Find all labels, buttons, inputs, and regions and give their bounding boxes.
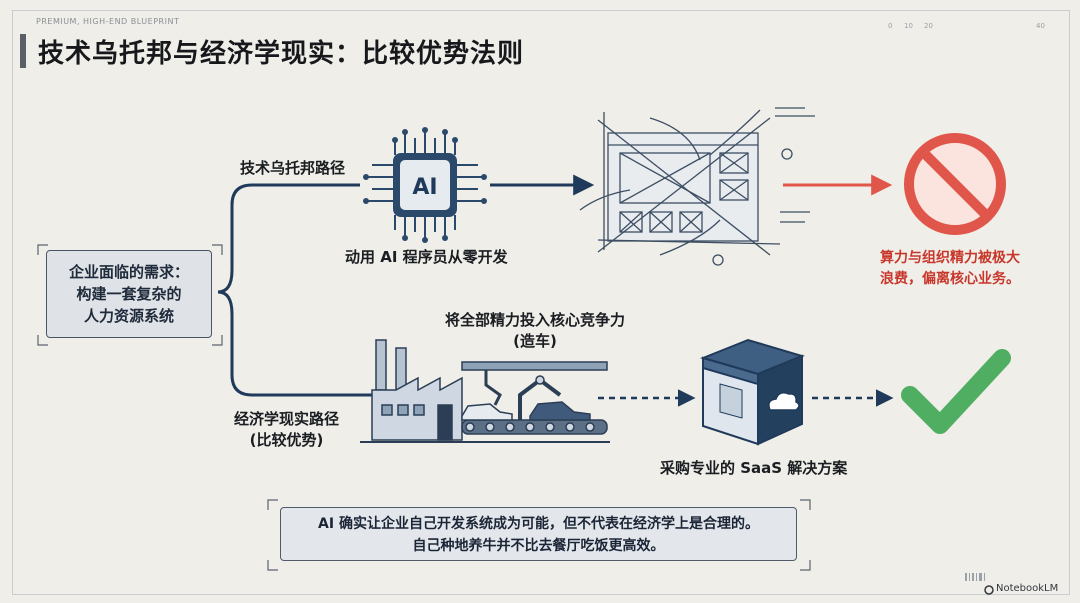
conclusion-note: AI 确实让企业自己开发系统成为可能，但不代表在经济学上是合理的。 自己种地养牛… [280,507,797,561]
saas-cloud-cube-icon [699,338,806,446]
bottom-branch-label: 经济学现实路径 (比较优势) [234,409,339,451]
factory-caption-line: (造车) [513,332,557,350]
branch-connector-top [217,183,360,294]
start-box-line: 人力资源系统 [83,307,174,325]
waste-result-text: 算力与组织精力被极大 浪费，偏离核心业务。 [880,248,1020,290]
header-tag: PREMIUM, HIGH-END BLUEPRINT [36,17,180,26]
start-box: 企业面临的需求： 构建一套复杂的 人力资源系统 [46,250,212,338]
footer-brand: NotebookLM [996,583,1059,594]
branch-connector-bottom [217,290,372,397]
start-box-line: 企业面临的需求： [68,263,189,281]
title-accent-bar [20,34,26,68]
ai-chip-icon [363,127,487,243]
ruler-tick: 0 [888,22,893,30]
notebooklm-logo-icon [984,585,994,595]
start-box-line: 构建一套复杂的 [76,285,182,303]
ruler-tick: 10 [904,22,913,30]
ruler-tick: 40 [1036,22,1045,30]
ai-chip-text: AI [412,175,437,200]
blueprint-frame [12,10,1070,595]
factory-caption: 将全部精力投入核心竞争力 (造车) [445,310,625,352]
waste-result-line: 算力与组织精力被极大 [880,250,1020,266]
conclusion-line: 自己种地养牛并不比去餐厅吃饭更高效。 [412,538,665,554]
bottom-branch-line: 经济学现实路径 [234,410,340,428]
factory-icon [360,339,610,443]
waste-result-line: 浪费，偏离核心业务。 [880,271,1020,287]
conclusion-line: AI 确实让企业自己开发系统成为可能，但不代表在经济学上是合理的。 [318,516,759,532]
saas-caption: 采购专业的 SaaS 解决方案 [660,459,848,477]
footer-barcode [965,573,985,581]
note-brackets [267,499,811,571]
ruler-tick: 20 [924,22,933,30]
start-box-brackets [37,244,223,346]
prohibited-icon [904,133,1006,235]
page-title: 技术乌托邦与经济学现实：比较优势法则 [38,39,525,69]
bottom-branch-line: (比较优势) [249,431,324,449]
factory-caption-line: 将全部精力投入核心竞争力 [445,311,626,329]
checkmark-icon [901,349,1011,434]
top-branch-label: 技术乌托邦路径 [240,159,346,177]
ai-chip-caption: 动用 AI 程序员从零开发 [345,248,508,266]
blueprint-sketch-icon [579,107,815,266]
ruler: 0 10 20 40 [888,22,1048,34]
